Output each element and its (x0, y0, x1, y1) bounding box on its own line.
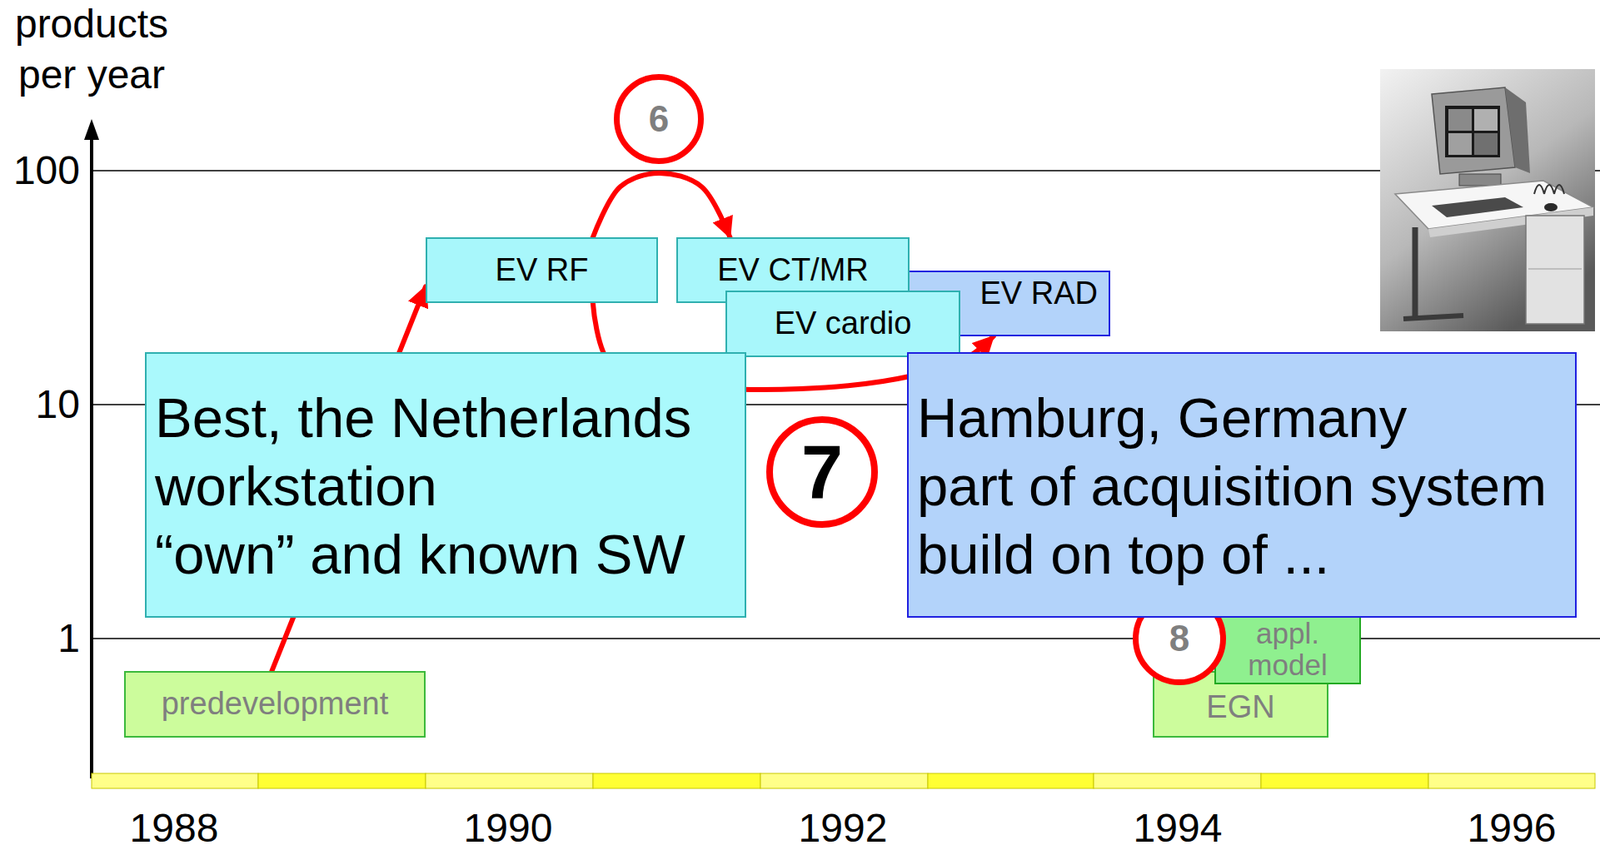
monitor-housing (1431, 87, 1516, 175)
year-label: 1990 (441, 807, 575, 850)
cabinet-seam (1528, 269, 1582, 270)
band-segment (760, 773, 928, 789)
tick-label: 100 (0, 149, 80, 192)
box-text: “own” and known SW (154, 520, 686, 589)
band-segment (425, 773, 594, 789)
tick-label: 1 (0, 618, 80, 660)
year-label: 1996 (1445, 807, 1579, 850)
box-text: EGN (1206, 689, 1275, 727)
callout-number: 6 (613, 74, 704, 165)
cabinet (1525, 215, 1585, 324)
product-box: EV RF (425, 237, 658, 304)
screen-image (1448, 133, 1472, 155)
keyboard (1431, 197, 1524, 218)
box-text: EV CT/MR (717, 252, 869, 290)
box-text: Hamburg, Germany (917, 383, 1407, 453)
activity-box: predevelopment (124, 671, 426, 738)
callout-circle-outline (769, 419, 875, 525)
gridline (91, 169, 1600, 172)
box-text: EV RAD (980, 275, 1098, 313)
axis-arrowhead (84, 119, 100, 140)
workstation-photo (1380, 69, 1596, 332)
monitor-stand (1459, 174, 1501, 186)
year-label: 1992 (776, 807, 910, 850)
box-text: build on top of ... (917, 520, 1330, 589)
box-text: workstation (154, 452, 438, 521)
callout-number-text: 7 (801, 434, 843, 510)
box-text: EV RF (495, 252, 589, 290)
callout-number: 7 (766, 416, 878, 529)
product-box: EV cardio (725, 290, 961, 358)
screen-image (1474, 109, 1498, 131)
band-segment (1261, 773, 1429, 789)
gridline (91, 638, 1600, 640)
year-label: 1988 (107, 807, 241, 850)
mouse (1544, 203, 1558, 212)
reuse-arrow (593, 173, 731, 238)
photo-ground (1380, 69, 1596, 332)
band-segment (258, 773, 426, 789)
year-label: 1994 (1111, 807, 1245, 850)
desk-foot (1403, 315, 1464, 320)
monitor-side (1505, 87, 1531, 174)
note-box: Best, the Netherlandsworkstation“own” an… (144, 352, 747, 619)
band-segment (1093, 773, 1262, 789)
control-knobs (1534, 184, 1565, 195)
callout-circle-outline (1136, 595, 1224, 683)
screen-image (1448, 109, 1472, 131)
note-box: Hamburg, Germanypart of acquisition syst… (907, 352, 1577, 619)
time-band (91, 773, 1596, 789)
box-text: Best, the Netherlands (154, 383, 692, 453)
monitor-screen (1445, 105, 1501, 158)
callout-circle-outline (617, 77, 702, 162)
box-text: EV cardio (774, 305, 913, 343)
box-text: part of acquisition system (917, 452, 1547, 521)
tick-label: 10 (0, 383, 80, 426)
box-text: appl. model (1241, 618, 1334, 682)
y-axis (89, 133, 94, 779)
callout-number-text: 8 (1169, 620, 1190, 658)
band-segment (1428, 773, 1596, 789)
callout-number-text: 6 (648, 100, 669, 138)
axis-title: products per year (0, 0, 184, 100)
band-segment (927, 773, 1094, 789)
screen-image (1474, 133, 1498, 155)
band-segment (593, 773, 761, 789)
band-segment (91, 773, 259, 789)
box-text: predevelopment (161, 686, 389, 723)
desk-leg (1412, 227, 1419, 320)
